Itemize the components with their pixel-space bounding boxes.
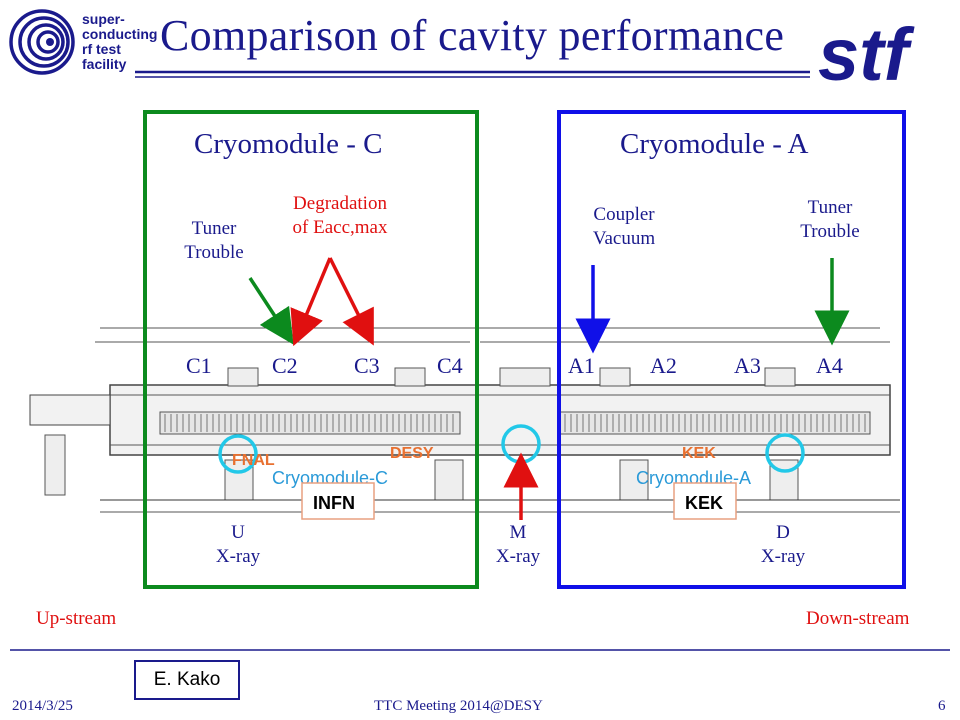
cavity-c4-label: C4 <box>437 353 463 378</box>
page-title: Comparison of cavity performance <box>160 11 785 60</box>
cavity-c2-label: C2 <box>272 353 298 378</box>
footer-date: 2014/3/25 <box>12 698 73 714</box>
degradation-arrow-c2 <box>290 257 332 347</box>
downstream-label: Down-stream <box>806 608 910 629</box>
xray-u-label: U X-ray <box>215 522 261 567</box>
note-coupler-vacuum: Coupler Vacuum <box>592 204 656 249</box>
cavity-a4-label: A4 <box>816 353 843 378</box>
cryomodule-c-title: Cryomodule - C <box>194 128 383 160</box>
cavity-a3-label: A3 <box>734 353 761 378</box>
note-degradation: Degradation of Eacc,max <box>292 193 388 238</box>
cryomodule-c-frame <box>143 110 479 589</box>
cryomodule-a-frame <box>557 110 906 589</box>
logo-text: super- conducting rf test facility <box>82 11 158 72</box>
cavity-c3-label: C3 <box>354 353 380 378</box>
xray-m-label: M X-ray <box>495 522 541 567</box>
footer-page-number: 6 <box>938 698 946 714</box>
kek-top-label: KEK <box>682 445 716 462</box>
cavity-a2-label: A2 <box>650 353 677 378</box>
note-tuner-trouble-c: Tuner Trouble <box>184 218 244 263</box>
cavity-a1-label: A1 <box>568 353 595 378</box>
brand-mark: stf <box>818 13 915 96</box>
xray-d-marker <box>765 433 805 473</box>
cryomodule-a-title: Cryomodule - A <box>620 128 809 160</box>
infn-label: INFN <box>313 493 355 513</box>
degradation-arrow-c3 <box>328 257 374 346</box>
fnal-label: FNAL <box>232 452 275 469</box>
upstream-label: Up-stream <box>36 608 117 629</box>
footer-meeting: TTC Meeting 2014@DESY <box>374 698 543 714</box>
cavity-c1-label: C1 <box>186 353 212 378</box>
xray-d-label: D X-ray <box>760 522 806 567</box>
infn-box <box>301 482 375 520</box>
desy-label: DESY <box>390 445 434 462</box>
kek-box <box>673 482 737 520</box>
tuner-c-arrow <box>248 277 294 345</box>
xray-u-marker <box>218 434 258 474</box>
note-tuner-trouble-a: Tuner Trouble <box>800 197 860 242</box>
kek-bottom-label: KEK <box>685 493 723 513</box>
author-box: E. Kako <box>134 660 240 700</box>
